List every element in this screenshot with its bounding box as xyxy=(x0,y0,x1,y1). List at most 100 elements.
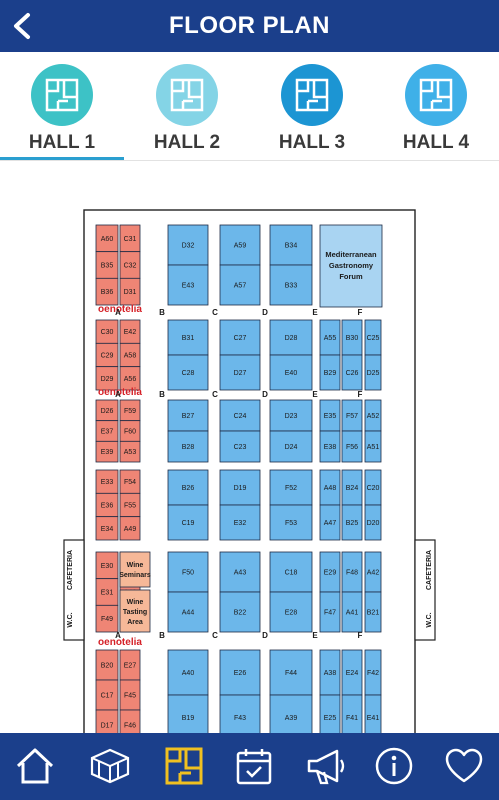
announcements-button[interactable] xyxy=(302,743,348,789)
booth[interactable] xyxy=(219,694,261,735)
floor-plan-button[interactable] xyxy=(161,743,207,789)
booth-label: B30 xyxy=(346,335,359,342)
booth-label: D31 xyxy=(124,289,137,296)
info-button[interactable] xyxy=(371,743,417,789)
booth[interactable] xyxy=(341,591,363,633)
favorites-button[interactable] xyxy=(441,743,487,789)
booth-label: B21 xyxy=(367,610,380,617)
tab-hall-2[interactable]: HALL 2 xyxy=(132,64,242,154)
booth[interactable] xyxy=(341,430,363,463)
booth[interactable] xyxy=(364,504,382,541)
tab-hall-1[interactable]: HALL 1 xyxy=(7,64,117,154)
booth[interactable] xyxy=(119,277,141,306)
booth[interactable] xyxy=(95,277,119,306)
header-bar: FLOOR PLAN xyxy=(0,0,499,52)
active-tab-indicator xyxy=(0,157,124,160)
booth[interactable] xyxy=(269,430,313,463)
booth[interactable] xyxy=(219,469,261,506)
booth-label: B31 xyxy=(182,335,195,342)
booth[interactable] xyxy=(219,649,261,696)
booth[interactable] xyxy=(167,551,209,593)
booth[interactable] xyxy=(219,591,261,633)
booth-label: C18 xyxy=(285,570,298,577)
booth[interactable] xyxy=(167,264,209,306)
booth-label: C32 xyxy=(124,263,137,270)
booth[interactable] xyxy=(167,469,209,506)
booth[interactable] xyxy=(219,551,261,593)
booth[interactable] xyxy=(167,591,209,633)
booth-label: C19 xyxy=(182,520,195,527)
booth[interactable] xyxy=(119,516,141,541)
booth[interactable] xyxy=(269,264,313,306)
booth[interactable] xyxy=(167,319,209,356)
booth-label: D20 xyxy=(367,520,380,527)
booth[interactable] xyxy=(319,694,341,735)
aisle-letter: E xyxy=(312,390,318,399)
booth[interactable] xyxy=(341,694,363,735)
booth[interactable] xyxy=(364,694,382,735)
booth[interactable] xyxy=(269,469,313,506)
booth[interactable] xyxy=(95,604,119,633)
booth[interactable] xyxy=(167,430,209,463)
booth[interactable] xyxy=(167,354,209,391)
booth[interactable] xyxy=(269,694,313,735)
booth[interactable] xyxy=(364,354,382,391)
booth-label: D24 xyxy=(285,444,298,451)
booth[interactable] xyxy=(167,649,209,696)
booth[interactable] xyxy=(219,319,261,356)
back-button[interactable] xyxy=(8,10,36,42)
booth-label: A42 xyxy=(367,570,380,577)
booth[interactable] xyxy=(95,516,119,541)
booth[interactable] xyxy=(219,504,261,541)
booth[interactable] xyxy=(167,694,209,735)
booth-label: D25 xyxy=(367,370,380,377)
booth[interactable] xyxy=(319,354,341,391)
booth-label: D26 xyxy=(101,408,114,415)
booth-label: A56 xyxy=(124,376,137,383)
booth[interactable] xyxy=(167,504,209,541)
home-button[interactable] xyxy=(12,743,58,789)
booth[interactable] xyxy=(167,399,209,432)
booth[interactable] xyxy=(364,430,382,463)
booth[interactable] xyxy=(269,504,313,541)
side-annex xyxy=(63,539,85,641)
booth[interactable] xyxy=(119,366,141,391)
booth[interactable] xyxy=(119,440,141,463)
booth[interactable] xyxy=(219,264,261,306)
booth[interactable] xyxy=(269,649,313,696)
booth[interactable] xyxy=(219,399,261,432)
hall-outline xyxy=(83,209,416,735)
booth[interactable] xyxy=(219,430,261,463)
calendar-button[interactable] xyxy=(231,743,277,789)
booth[interactable] xyxy=(95,366,119,391)
booth[interactable] xyxy=(341,354,363,391)
tab-hall-3[interactable]: HALL 3 xyxy=(257,64,367,154)
booth[interactable] xyxy=(319,430,341,463)
booth-label: C20 xyxy=(367,485,380,492)
booth-label: F55 xyxy=(124,503,136,510)
booth[interactable] xyxy=(319,591,341,633)
booth-label: E28 xyxy=(285,610,298,617)
booth[interactable] xyxy=(95,440,119,463)
booth-label: B36 xyxy=(101,289,114,296)
booth[interactable] xyxy=(341,504,363,541)
booth[interactable] xyxy=(119,709,141,735)
booth-label: A47 xyxy=(324,520,337,527)
booth-label: E24 xyxy=(346,670,359,677)
booth[interactable] xyxy=(219,224,261,266)
booth[interactable] xyxy=(269,354,313,391)
floor-plan-icon xyxy=(165,747,203,785)
booth[interactable] xyxy=(219,354,261,391)
aisle-letter: E xyxy=(312,631,318,640)
booth[interactable] xyxy=(319,504,341,541)
booth-button[interactable] xyxy=(87,743,133,789)
booth[interactable] xyxy=(269,224,313,266)
tab-hall-4[interactable]: HALL 4 xyxy=(381,64,491,154)
forum-label: Forum xyxy=(339,272,363,281)
booth[interactable] xyxy=(95,709,119,735)
booth[interactable] xyxy=(269,319,313,356)
booth[interactable] xyxy=(269,591,313,633)
booth-label: A43 xyxy=(234,570,247,577)
booth[interactable] xyxy=(364,591,382,633)
